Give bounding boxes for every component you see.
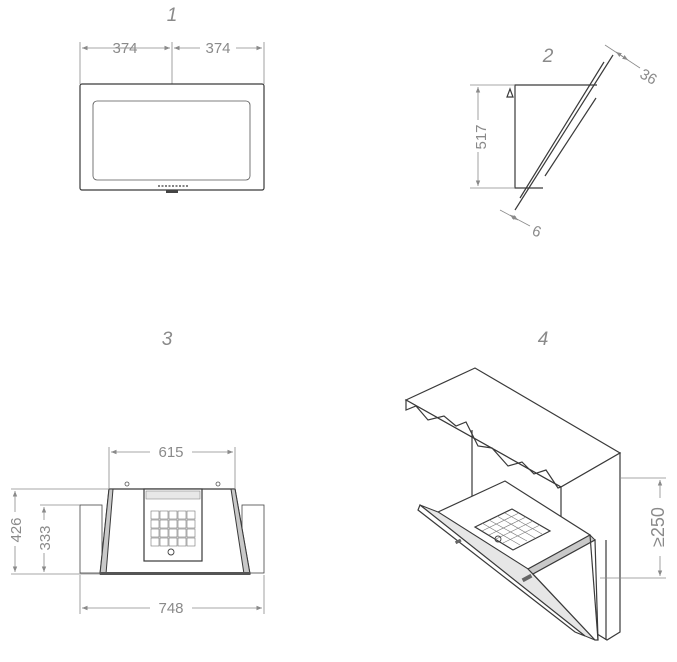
glass-panel: [92, 100, 251, 181]
view-number-1: 1: [167, 5, 178, 26]
dim-374-right: 374: [205, 40, 230, 57]
dim-748: 748: [158, 600, 183, 617]
cabinet-top: [404, 367, 622, 488]
hinge-bar: [544, 97, 597, 177]
view-number-4: 4: [538, 329, 549, 350]
badge: [166, 190, 178, 193]
view-number-3: 3: [162, 329, 173, 350]
view-number-2: 2: [542, 46, 554, 67]
dim-333: 333: [37, 525, 54, 550]
dim-517: 517: [473, 124, 490, 149]
cabinet-broken-edge: [405, 398, 563, 489]
view-3-bottom: 3 615 426: [8, 329, 265, 617]
wall-bracket: [506, 87, 514, 98]
view-1-front: 1 374 374: [79, 5, 265, 193]
dim-374-left: 374: [112, 40, 137, 57]
glass-slant-outer: [514, 54, 614, 211]
view-4-perspective: 4 ≥250: [404, 329, 668, 641]
dim-36: 36: [637, 66, 660, 89]
filter-persp: [473, 508, 552, 551]
dim-426: 426: [8, 517, 25, 542]
dim-615: 615: [158, 444, 183, 461]
hood-front-outline: [79, 83, 265, 191]
dim-6: 6: [530, 222, 544, 241]
glass-slant-inner: [519, 61, 605, 199]
dim-250: ≥250: [648, 507, 668, 547]
view-2-side: 2 517 36 6: [470, 44, 660, 241]
filter-grid: [150, 510, 196, 547]
